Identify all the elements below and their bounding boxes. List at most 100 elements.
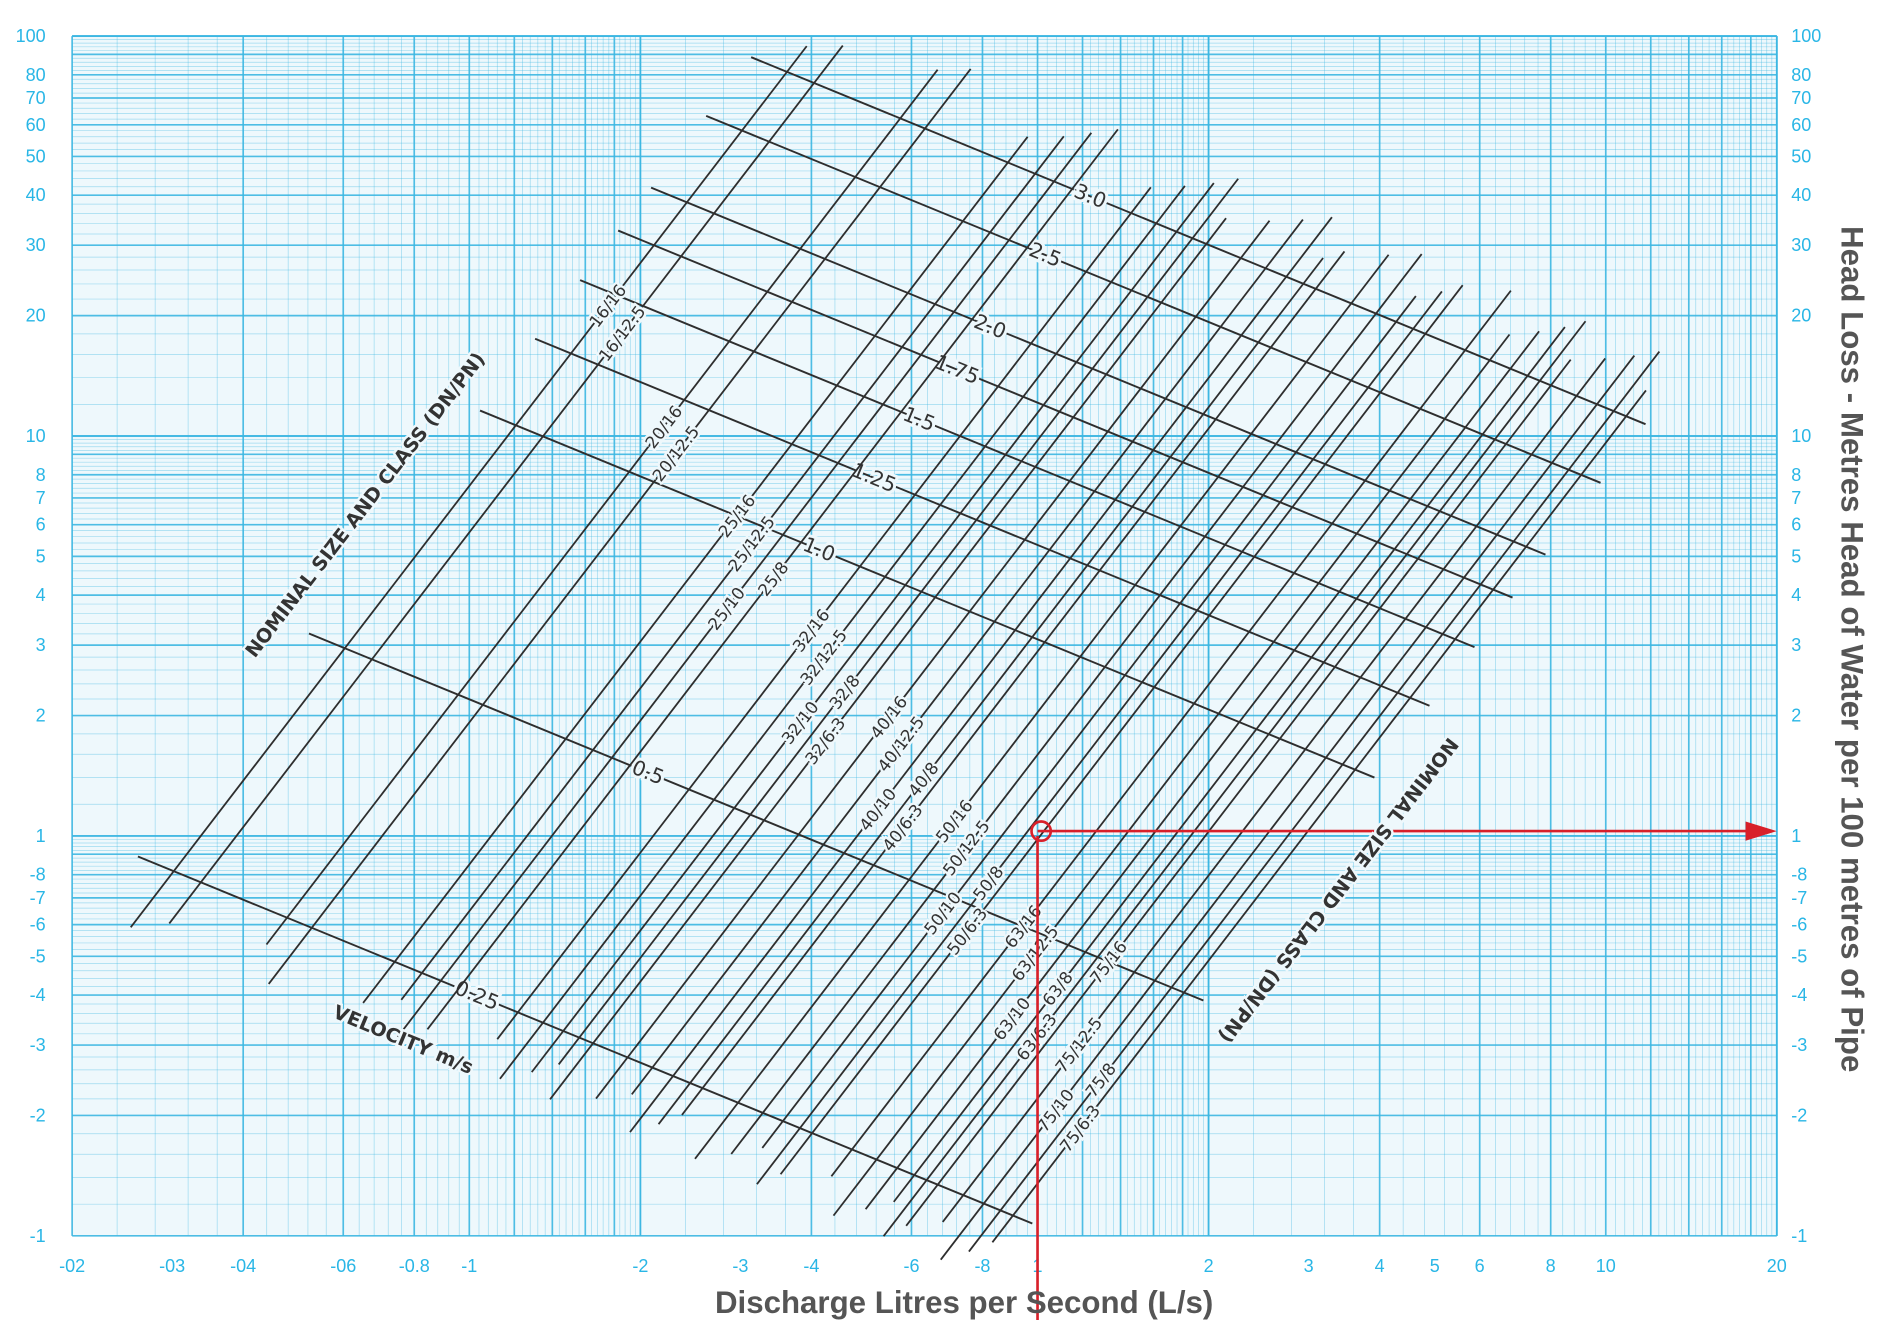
y-tick-label-left: 60	[26, 115, 46, 135]
x-tick-label: -6	[903, 1256, 919, 1276]
pipe-line	[557, 178, 1239, 1065]
plot-background	[72, 36, 1777, 1236]
pipe-line	[940, 355, 1636, 1261]
y-tick-label-left: 2	[36, 706, 46, 726]
pipe-line	[496, 186, 1152, 1040]
x-tick-label: -02	[59, 1256, 85, 1276]
x-tick-label: -8	[974, 1256, 990, 1276]
pipe-line	[168, 45, 844, 924]
y-tick-label-right: 50	[1791, 146, 1811, 166]
y-tick-label-left: 8	[36, 465, 46, 485]
x-tick-label: -1	[461, 1256, 477, 1276]
y-tick-label-left: -2	[30, 1105, 46, 1125]
y-tick-label-right: 3	[1791, 635, 1801, 655]
y-axis-title: Head Loss - Metres Head of Water per 100…	[1835, 226, 1870, 1072]
y-tick-label-left: 40	[26, 185, 46, 205]
y-tick-label-right: 80	[1791, 65, 1811, 85]
pipe-line	[756, 290, 1443, 1185]
x-tick-label: -2	[632, 1256, 648, 1276]
pipe-line	[832, 333, 1511, 1217]
y-tick-label-right: 100	[1791, 26, 1821, 46]
x-tick-label: 8	[1546, 1256, 1556, 1276]
pipe-line	[730, 253, 1423, 1155]
y-tick-label-right: 1	[1791, 826, 1801, 846]
x-tick-label: 5	[1430, 1256, 1440, 1276]
x-tick-label: 2	[1204, 1256, 1214, 1276]
y-tick-label-right: 6	[1791, 515, 1801, 535]
y-tick-label-left: -5	[30, 946, 46, 966]
y-tick-label-left: 70	[26, 88, 46, 108]
x-tick-label: 4	[1375, 1256, 1385, 1276]
y-tick-label-left: 4	[36, 585, 46, 605]
y-tick-label-right: 70	[1791, 88, 1811, 108]
pipe-line	[864, 330, 1540, 1210]
pipe-line	[779, 284, 1464, 1175]
pipe-line	[905, 359, 1572, 1227]
y-tick-label-right: -1	[1791, 1226, 1807, 1246]
x-tick-label: -0.8	[399, 1256, 430, 1276]
y-tick-label-right: 8	[1791, 465, 1801, 485]
pipe-line	[631, 219, 1304, 1095]
x-tick-label: -3	[732, 1256, 748, 1276]
y-tick-label-right: 7	[1791, 488, 1801, 508]
pipe-line	[426, 128, 1119, 1030]
y-tick-label-right: 4	[1791, 585, 1801, 605]
y-tick-label-left: 30	[26, 235, 46, 255]
pipe-line	[400, 135, 1065, 1001]
arrow-head-icon	[1745, 821, 1777, 841]
y-tick-label-right: -2	[1791, 1105, 1807, 1125]
y-tick-label-right: 30	[1791, 235, 1811, 255]
y-tick-label-left: -6	[30, 915, 46, 935]
pipe-line	[942, 357, 1606, 1223]
pipe-line	[694, 254, 1390, 1160]
x-tick-label: -06	[330, 1256, 356, 1276]
y-tick-label-left: 20	[26, 306, 46, 326]
y-tick-label-left: 3	[36, 635, 46, 655]
x-tick-label: 20	[1767, 1256, 1787, 1276]
reading-point-marker	[1030, 820, 1053, 843]
pipe-line	[499, 185, 1186, 1080]
y-tick-label-right: 40	[1791, 185, 1811, 205]
pipe-line	[893, 326, 1566, 1203]
y-tick-label-left: 10	[26, 426, 46, 446]
pipe-line	[657, 257, 1324, 1125]
grid	[71, 35, 1778, 1237]
pipe-line	[549, 217, 1227, 1100]
pipe-line	[830, 290, 1512, 1177]
pipe-line	[362, 136, 1029, 1004]
pipe-line	[681, 250, 1346, 1116]
pipe-line	[130, 45, 808, 928]
x-tick-label: -04	[230, 1256, 256, 1276]
y-tick-label-left: -8	[30, 865, 46, 885]
y-tick-label-right: 20	[1791, 306, 1811, 326]
y-tick-label-left: -3	[30, 1035, 46, 1055]
y-tick-label-right: -5	[1791, 946, 1807, 966]
y-tick-label-left: 1	[36, 826, 46, 846]
pipe-line	[595, 220, 1271, 1100]
y-tick-label-right: 60	[1791, 115, 1811, 135]
y-tick-label-right: 2	[1791, 706, 1801, 726]
pipe-line	[268, 68, 972, 985]
pipe-line	[882, 320, 1587, 1237]
y-tick-label-left: -4	[30, 985, 46, 1005]
y-tick-label-right: 5	[1791, 546, 1801, 566]
example-reading	[1030, 820, 1777, 1320]
y-tick-label-right: -4	[1791, 985, 1807, 1005]
y-tick-label-left: 5	[36, 546, 46, 566]
y-tick-label-right: -6	[1791, 915, 1807, 935]
y-tick-label-left: 6	[36, 515, 46, 535]
pipe-line	[968, 351, 1661, 1253]
x-tick-label: -03	[159, 1256, 185, 1276]
pipe-line	[531, 182, 1215, 1073]
x-tick-label: 6	[1475, 1256, 1485, 1276]
y-tick-label-right: -8	[1791, 865, 1807, 885]
y-tick-label-left: -7	[30, 888, 46, 908]
y-tick-label-left: 100	[16, 26, 46, 46]
axis-ticks: -02 -03 -04 -06 -0.8 -1 -2 -3 -4 -6 -8 1 2 3 4 5 6 8 10 20 1…	[16, 26, 1822, 1276]
y-tick-label-right: -3	[1791, 1035, 1807, 1055]
y-tick-label-right: 10	[1791, 426, 1811, 446]
x-tick-label: 3	[1304, 1256, 1314, 1276]
y-tick-label-left: 80	[26, 65, 46, 85]
y-tick-label-right: -7	[1791, 888, 1807, 908]
